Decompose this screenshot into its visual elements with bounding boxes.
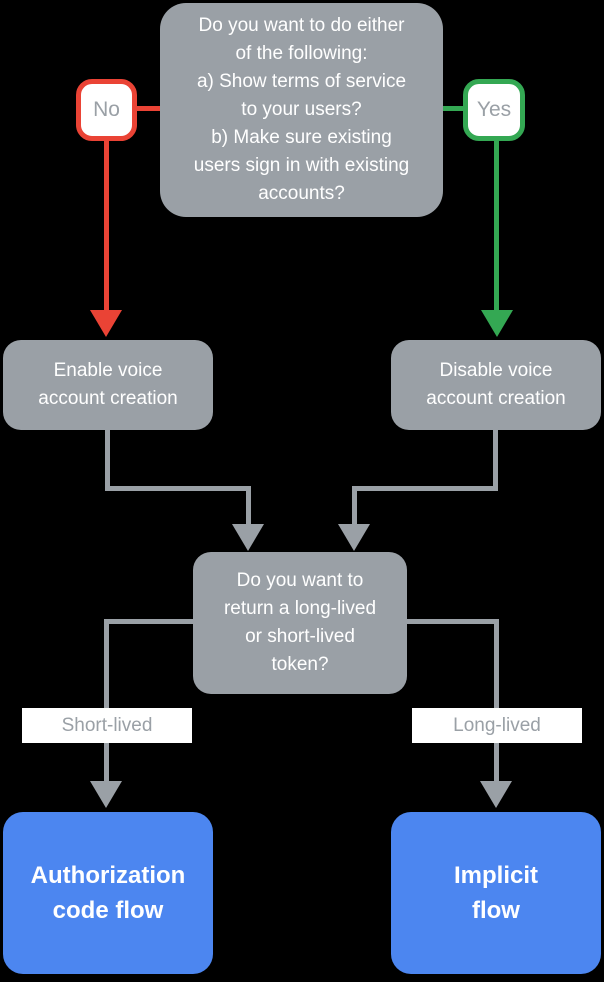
connector-line-long-horizontal [407, 619, 496, 624]
question-node-token-lifetime: Do you want to return a long-lived or sh… [193, 552, 407, 694]
connector-line-long-vertical [494, 619, 499, 783]
connector-line-enable-down [105, 430, 110, 491]
arrow-down-red-icon [90, 310, 122, 337]
arrow-down-gray-icon [90, 781, 122, 808]
arrow-down-gray-icon [480, 781, 512, 808]
connector-line-disable-down [493, 430, 498, 491]
connector-line-enable-into-question [246, 486, 251, 526]
connector-line-short-vertical [104, 619, 109, 783]
branch-label-no: No [76, 79, 137, 141]
connector-line-no-horizontal [136, 106, 160, 111]
question-node-terms-of-service: Do you want to do either of the followin… [160, 3, 443, 217]
branch-label-long-lived: Long-lived [412, 708, 582, 743]
connector-line-enable-across [105, 486, 251, 491]
node-disable-voice-account-creation: Disable voice account creation [391, 340, 601, 430]
connector-line-short-horizontal [107, 619, 193, 624]
node-enable-voice-account-creation: Enable voice account creation [3, 340, 213, 430]
branch-label-short-lived: Short-lived [22, 708, 192, 743]
connector-line-yes-vertical [494, 138, 499, 312]
result-node-authorization-code-flow: Authorization code flow [3, 812, 213, 974]
connector-line-no-vertical [104, 138, 109, 312]
arrow-down-gray-icon [338, 524, 370, 551]
connector-line-yes-horizontal [443, 106, 463, 111]
arrow-down-gray-icon [232, 524, 264, 551]
branch-label-yes: Yes [463, 79, 525, 141]
connector-line-disable-across [352, 486, 498, 491]
arrow-down-green-icon [481, 310, 513, 337]
result-node-implicit-flow: Implicit flow [391, 812, 601, 974]
connector-line-disable-into-question [352, 486, 357, 526]
